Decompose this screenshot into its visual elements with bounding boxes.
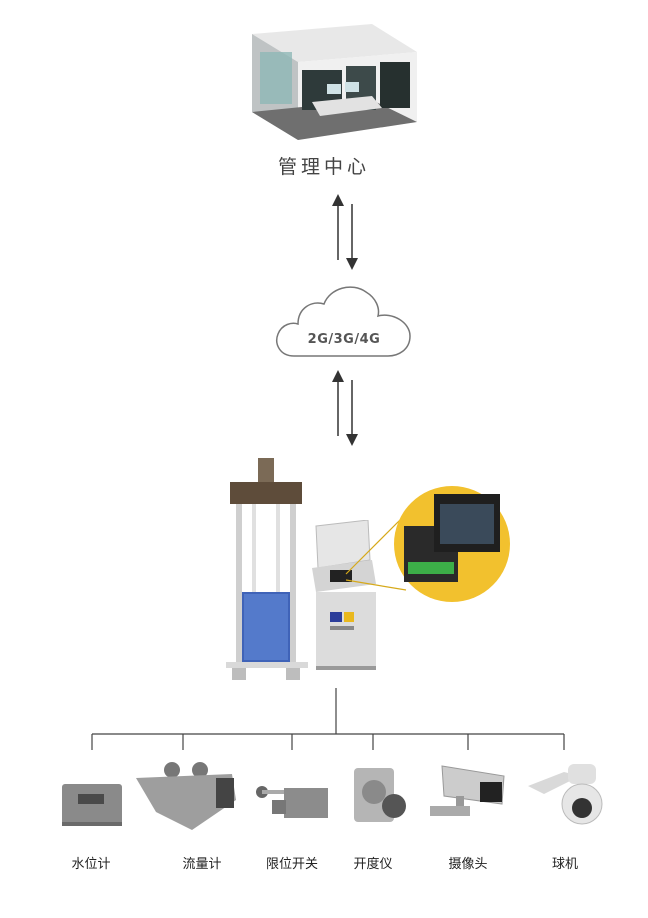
device-label-camera: 摄像头	[448, 857, 488, 872]
callout-lines	[345, 513, 407, 591]
water-gate-icon	[226, 458, 308, 680]
management-center-title: 管理中心	[277, 156, 370, 178]
device-label-opening-meter: 开度仪	[353, 857, 393, 872]
network-label: 2G/3G/4G	[307, 332, 381, 347]
controller-screen-icon	[404, 494, 500, 582]
device-label-flow-meter: 流量计	[182, 857, 222, 872]
device-label-dome-camera: 球机	[551, 857, 578, 872]
flow-meter-icon	[136, 762, 236, 830]
controller-callout	[394, 486, 510, 602]
device-label-water-level-meter: 水位计	[71, 857, 111, 872]
device-bus-lines	[91, 688, 565, 750]
bidirectional-arrow-icon	[332, 370, 358, 446]
control-cabinet-icon	[312, 520, 376, 670]
device-label-limit-switch: 限位开关	[265, 857, 318, 872]
network-cloud: 2G/3G/4G	[272, 280, 416, 360]
cloud-icon	[276, 286, 411, 357]
limit-switch-icon	[256, 786, 328, 818]
water-level-meter-icon	[62, 784, 122, 826]
bidirectional-arrow-icon	[332, 194, 358, 270]
control-room-icon	[252, 24, 417, 140]
opening-meter-icon	[354, 768, 406, 822]
camera-icon	[430, 765, 505, 816]
dome-camera-icon	[528, 764, 603, 825]
